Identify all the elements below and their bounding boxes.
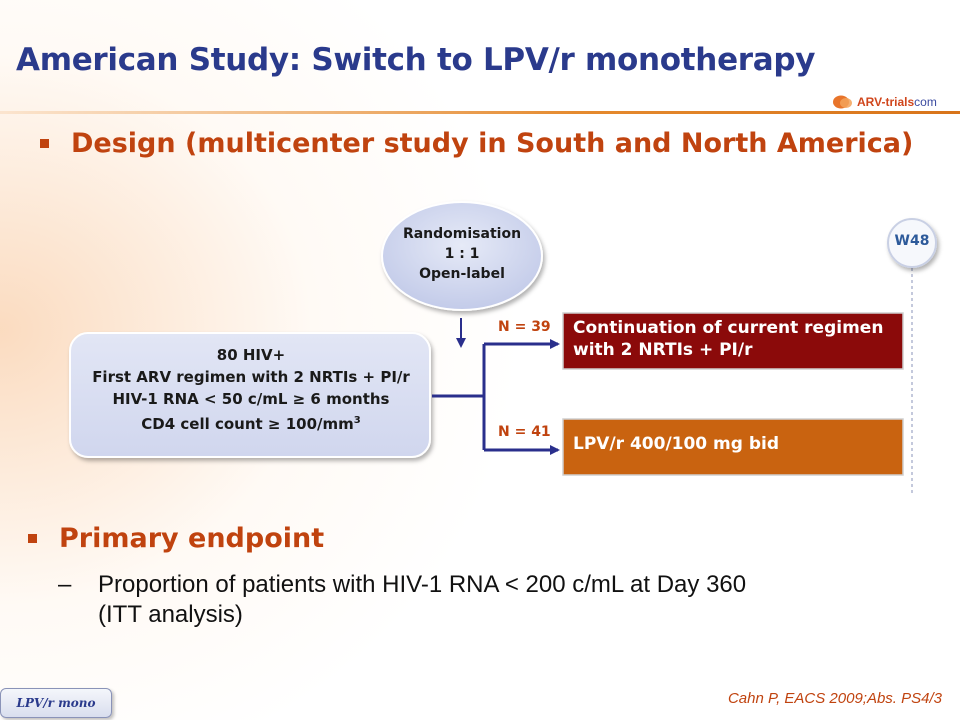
arm-1-label: Continuation of current regimen with 2 N… — [573, 318, 884, 360]
w48-label: W48 — [894, 233, 930, 249]
population-label: 80 HIV+ First ARV regimen with 2 NRTIs +… — [92, 346, 410, 433]
arm-2-label: LPV/r 400/100 mg bid — [573, 434, 780, 454]
bullet-square-icon — [28, 534, 37, 543]
randomisation-label: Randomisation 1 : 1 Open-label — [402, 226, 522, 282]
population-box — [69, 332, 431, 458]
bullet-design: Design (multicenter study in South and N… — [40, 128, 913, 159]
sub-bullet-dash: – — [58, 571, 72, 598]
arm-1-n: N = 39 — [498, 319, 551, 335]
sub-bullet-line-1: Proportion of patients with HIV-1 RNA < … — [98, 571, 747, 598]
logo-mark-icon — [832, 94, 854, 110]
w48-circle — [887, 218, 937, 268]
sub-bullet-line-2: (ITT analysis) — [98, 601, 243, 628]
logo-text: ARV-trialscom — [857, 95, 937, 109]
bullet-primary-text: Primary endpoint — [59, 523, 325, 554]
footer-tag-lpvr-mono[interactable]: LPV/r mono — [0, 688, 112, 718]
slide-title: American Study: Switch to LPV/r monother… — [16, 42, 816, 78]
arm-1-box — [562, 312, 904, 370]
bullet-design-text: Design (multicenter study in South and N… — [71, 128, 914, 159]
arm-2-box — [562, 418, 904, 476]
arv-trials-logo: ARV-trialscom — [832, 92, 950, 112]
arm-2-n: N = 41 — [498, 424, 551, 440]
bullet-primary-endpoint: Primary endpoint — [28, 523, 324, 554]
randomisation-ellipse — [381, 201, 543, 311]
citation: Cahn P, EACS 2009;Abs. PS4/3 — [727, 690, 942, 707]
title-divider — [0, 111, 960, 114]
bullet-square-icon — [40, 139, 49, 148]
